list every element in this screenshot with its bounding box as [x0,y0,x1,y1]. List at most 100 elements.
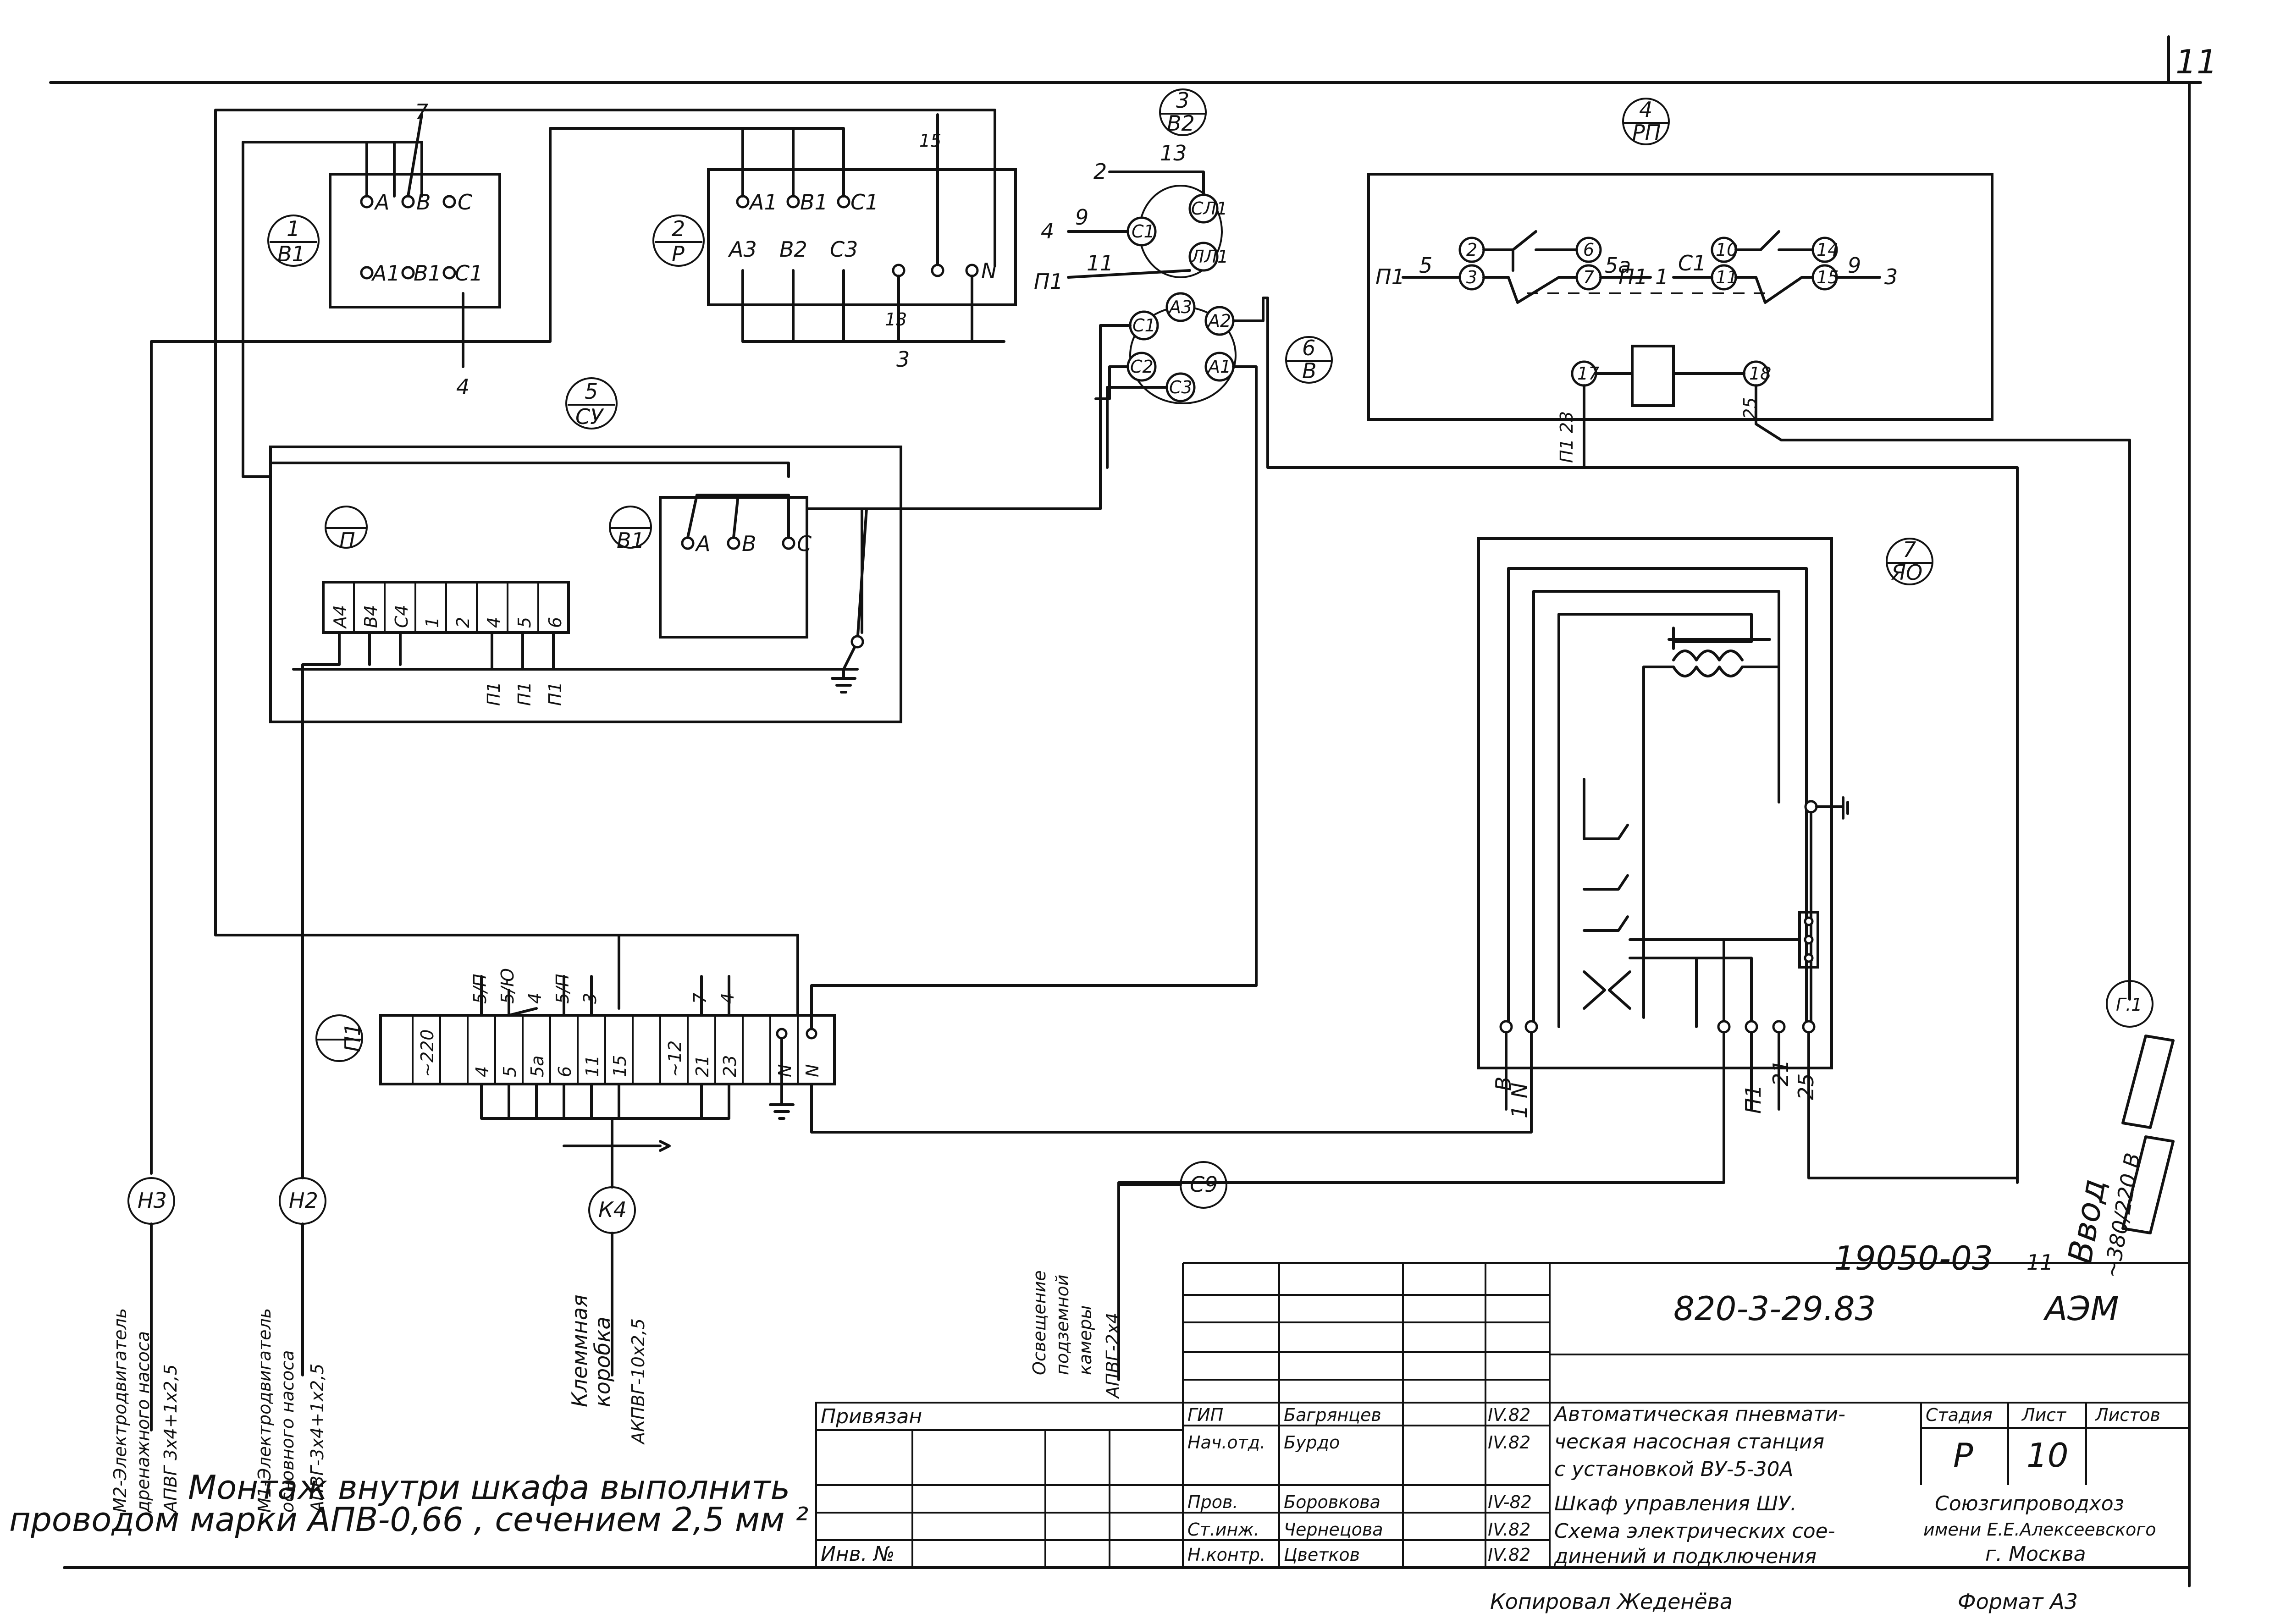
svg-text:3: 3 [1466,267,1477,287]
archive-number: 19050-03 [1834,1239,1993,1277]
svg-text:9: 9 [1075,205,1088,230]
svg-text:11: 11 [582,1055,602,1077]
svg-text:г. Москва: г. Москва [1985,1542,2086,1566]
installation-note: Монтаж внутри шкафа выполнить проводом м… [9,1468,2078,1614]
svg-text:Монтаж внутри шкафа выполнить: Монтаж внутри шкафа выполнить [188,1468,790,1507]
device-b2-block: 3 В2 C1 СЛ1 ЛЛ1 2 13 4 9 П1 11 [1034,88,1228,294]
svg-text:B4: B4 [361,605,381,628]
svg-text:C1: C1 [455,261,483,286]
svg-text:21: 21 [692,1055,712,1077]
svg-text:~220: ~220 [417,1029,437,1077]
svg-text:7: 7 [1583,267,1594,287]
svg-text:Стадия: Стадия [1926,1405,1993,1425]
svg-text:М1-Электродвигатель: М1-Электродвигатель [254,1308,275,1513]
svg-text:Нач.отд.: Нач.отд. [1187,1432,1265,1453]
svg-text:B: B [742,531,756,556]
svg-text:21: 21 [1768,1059,1793,1086]
svg-text:15: 15 [610,1055,630,1077]
svg-text:7: 7 [1903,537,1916,562]
svg-text:Автоматическая пневмати-: Автоматическая пневмати- [1553,1403,1845,1426]
svg-text:П1: П1 [1375,264,1405,289]
svg-text:C4: C4 [392,605,412,628]
svg-text:Освещение: Освещение [1029,1270,1049,1375]
svg-text:11: 11 [1716,267,1738,287]
svg-text:10: 10 [2027,1436,2069,1475]
svg-text:5: 5 [514,617,535,628]
svg-text:15: 15 [1817,267,1839,287]
svg-text:камеры: камеры [1075,1305,1095,1375]
svg-text:1: 1 [422,617,442,628]
device-b-block: C1 A3 A2 C2 C3 A1 6 В [810,292,2019,1184]
svg-text:коробка: коробка [590,1316,615,1407]
svg-text:Н.контр.: Н.контр. [1187,1545,1265,1565]
svg-text:IV-82: IV-82 [1488,1492,1532,1512]
svg-text:B1: B1 [414,261,442,286]
svg-text:П1: П1 [340,1023,365,1052]
consumer-h2: Н2 М1-Электродвигатель основного насоса … [254,1177,327,1514]
svg-text:IV.82: IV.82 [1488,1405,1530,1425]
svg-text:A1: A1 [748,190,778,215]
svg-text:C3: C3 [830,237,858,262]
svg-text:В: В [1302,358,1317,383]
svg-text:6: 6 [1302,336,1315,360]
svg-text:C1: C1 [1132,315,1156,336]
svg-text:П: П [339,528,355,553]
consumer-h3: Н3 М2-Электродвигатель дренажного насоса… [110,1177,181,1514]
svg-text:5а: 5а [1605,253,1631,278]
svg-text:5: 5 [500,1066,520,1077]
svg-text:Клеммная: Клеммная [567,1294,592,1407]
svg-text:25: 25 [1740,397,1760,419]
svg-text:13: 13 [1160,141,1187,165]
svg-text:динений и подключения: динений и подключения [1554,1545,1817,1568]
svg-text:В: В [1491,1076,1516,1091]
svg-text:A: A [374,190,389,215]
svg-text:П1 23: П1 23 [1557,411,1577,463]
b1-bottom-terminals: A1 B1 C1 [360,261,483,286]
svg-text:15: 15 [919,131,941,151]
svg-text:имени Е.Е.Алексеевского: имени Е.Е.Алексеевского [1923,1519,2156,1540]
svg-text:IV.82: IV.82 [1488,1519,1530,1540]
svg-text:A3: A3 [1168,297,1192,317]
svg-text:П1: П1 [1034,269,1063,294]
svg-text:18: 18 [1749,363,1771,384]
svg-text:АПВГ-2х4: АПВГ-2х4 [1103,1313,1123,1399]
svg-text:Листов: Листов [2094,1405,2160,1425]
svg-text:B2: B2 [779,237,807,262]
doc-code: 820-3-29.83 [1673,1289,1876,1328]
svg-text:N: N [775,1064,795,1077]
top-wires [150,109,1005,1175]
svg-text:Чернецова: Чернецова [1284,1519,1383,1540]
svg-text:C1: C1 [1132,221,1155,242]
svg-text:с установкой ВУ-5-30А: с установкой ВУ-5-30А [1554,1458,1794,1481]
svg-text:4: 4 [525,993,545,1004]
svg-text:C: C [797,531,812,556]
svg-text:IV.82: IV.82 [1488,1545,1530,1565]
svg-text:5: 5 [585,379,598,404]
svg-text:B: B [416,190,431,215]
device-rp-block: 4 РП 2 3 6 7 10 11 14 15 П1 5 5а П1 1 С1… [1367,97,2131,1001]
svg-text:Бурдо: Бурдо [1284,1432,1340,1453]
svg-text:П1: П1 [1741,1085,1766,1114]
svg-text:Н2: Н2 [289,1188,318,1213]
svg-text:П1: П1 [514,682,535,706]
svg-text:АПВГ-3х4+1х2,5: АПВГ-3х4+1х2,5 [307,1364,327,1514]
svg-text:A2: A2 [1207,311,1231,331]
svg-text:Схема электрических сое-: Схема электрических сое- [1554,1519,1835,1543]
consumer-c9: С9 Освещение подземной камеры АПВГ-2х4 [1029,1161,1227,1399]
svg-text:РП: РП [1632,120,1661,145]
svg-text:СУ: СУ [575,404,604,429]
svg-text:A4: A4 [330,605,350,629]
svg-text:ГИП: ГИП [1187,1405,1223,1425]
svg-text:ЛЛ1: ЛЛ1 [1190,247,1228,267]
svg-text:7: 7 [415,99,428,124]
svg-text:C2: C2 [1130,357,1154,377]
svg-text:Багрянцев: Багрянцев [1284,1405,1381,1425]
svg-text:Лист: Лист [2021,1405,2067,1425]
svg-text:6: 6 [545,617,565,628]
inv-number-label: Инв. № [821,1542,895,1566]
svg-text:N: N [802,1064,823,1077]
svg-text:Пров.: Пров. [1187,1492,1238,1512]
corner-sheet-number: 11 [2176,43,2218,81]
svg-text:4: 4 [484,617,504,628]
svg-text:основного насоса: основного насоса [277,1350,298,1513]
